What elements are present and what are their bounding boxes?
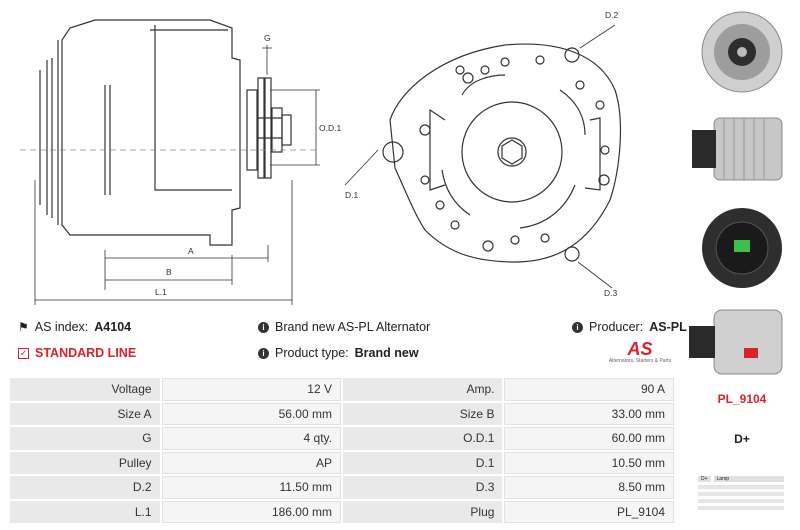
terminal-label: D+ xyxy=(734,432,750,446)
spec-value: 12 V xyxy=(161,378,341,401)
as-index-label: AS index: xyxy=(34,320,89,334)
info-icon: i xyxy=(258,347,269,359)
alternator-front-view xyxy=(344,24,622,289)
spec-value: 11.50 mm xyxy=(161,476,341,499)
spec-label: D.2 xyxy=(10,476,160,499)
product-type-value: Brand new xyxy=(354,346,419,360)
dim-label-a: A xyxy=(188,246,194,256)
info-icon: i xyxy=(258,321,269,333)
spec-label: D.3 xyxy=(342,476,503,499)
brand-info: i Brand new AS-PL Alternator xyxy=(258,320,430,334)
alternator-side-view xyxy=(39,19,292,246)
product-type: i Product type: Brand new xyxy=(258,346,419,360)
spec-label: Plug xyxy=(342,500,503,523)
spec-label: D.1 xyxy=(342,451,503,474)
spec-label: Size A xyxy=(10,402,160,425)
product-photo-side[interactable] xyxy=(684,100,800,196)
producer-value: AS-PL xyxy=(649,320,687,334)
dim-label-d3: D.3 xyxy=(604,288,618,298)
standard-line: ✓ STANDARD LINE xyxy=(18,346,136,360)
spec-value: 4 qty. xyxy=(161,427,341,450)
product-photo-rear[interactable] xyxy=(684,200,800,296)
spec-value: 33.00 mm xyxy=(504,402,674,425)
dim-label-g: G xyxy=(264,33,271,43)
plug-pin-lamp: Lamp xyxy=(713,476,784,482)
logo-mark: AS xyxy=(627,339,653,359)
info-icon: i xyxy=(572,321,583,333)
spec-value: 8.50 mm xyxy=(504,476,674,499)
product-photo-angle[interactable] xyxy=(684,298,800,384)
producer-label: Producer: xyxy=(589,320,644,334)
brand-text: Brand new AS-PL Alternator xyxy=(275,320,431,334)
dimension-lines xyxy=(20,45,320,305)
spec-value: 60.00 mm xyxy=(504,427,674,450)
spec-label: Voltage xyxy=(10,378,160,401)
spec-label: Amp. xyxy=(342,378,503,401)
producer-info: i Producer: AS-PL xyxy=(572,320,687,334)
product-photo-front[interactable] xyxy=(684,4,800,100)
product-gallery: PL_9104 D+ D+ Lamp xyxy=(684,0,800,530)
plug-diagram: D+ Lamp xyxy=(698,476,784,524)
technical-drawing: G O.D.1 A B L.1 D.1 D.2 D.3 xyxy=(20,10,622,305)
dim-label-od1: O.D.1 xyxy=(319,123,341,133)
standard-line-label: STANDARD LINE xyxy=(35,346,137,360)
spec-value: PL_9104 xyxy=(504,500,674,523)
as-pl-logo: AS Alternators, Starters & Parts xyxy=(600,340,680,370)
spec-value: 10.50 mm xyxy=(504,451,674,474)
spec-label: Size B xyxy=(342,402,503,425)
spec-label: G xyxy=(10,427,160,450)
tag-icon: ⚑ xyxy=(18,320,29,334)
spec-value: 56.00 mm xyxy=(161,402,341,425)
product-type-label: Product type: xyxy=(275,346,349,360)
logo-tagline: Alternators, Starters & Parts xyxy=(608,358,672,364)
dim-label-d2: D.2 xyxy=(605,10,619,20)
plug-pin-d-plus: D+ xyxy=(698,476,711,482)
dim-label-l1: L.1 xyxy=(155,287,167,297)
spec-value: 90 A xyxy=(504,378,674,401)
as-index: ⚑ AS index: A4104 xyxy=(18,320,131,334)
plug-code: PL_9104 xyxy=(717,392,767,406)
dim-label-d1: D.1 xyxy=(345,190,359,200)
spec-value: 186.00 mm xyxy=(161,500,341,523)
spec-label: Pulley xyxy=(10,451,160,474)
dim-label-b: B xyxy=(166,267,172,277)
spec-label: O.D.1 xyxy=(342,427,503,450)
spec-label: L.1 xyxy=(10,500,160,523)
as-index-value: A4104 xyxy=(94,320,132,334)
checkbox-icon: ✓ xyxy=(18,347,29,359)
spec-value: AP xyxy=(161,451,341,474)
